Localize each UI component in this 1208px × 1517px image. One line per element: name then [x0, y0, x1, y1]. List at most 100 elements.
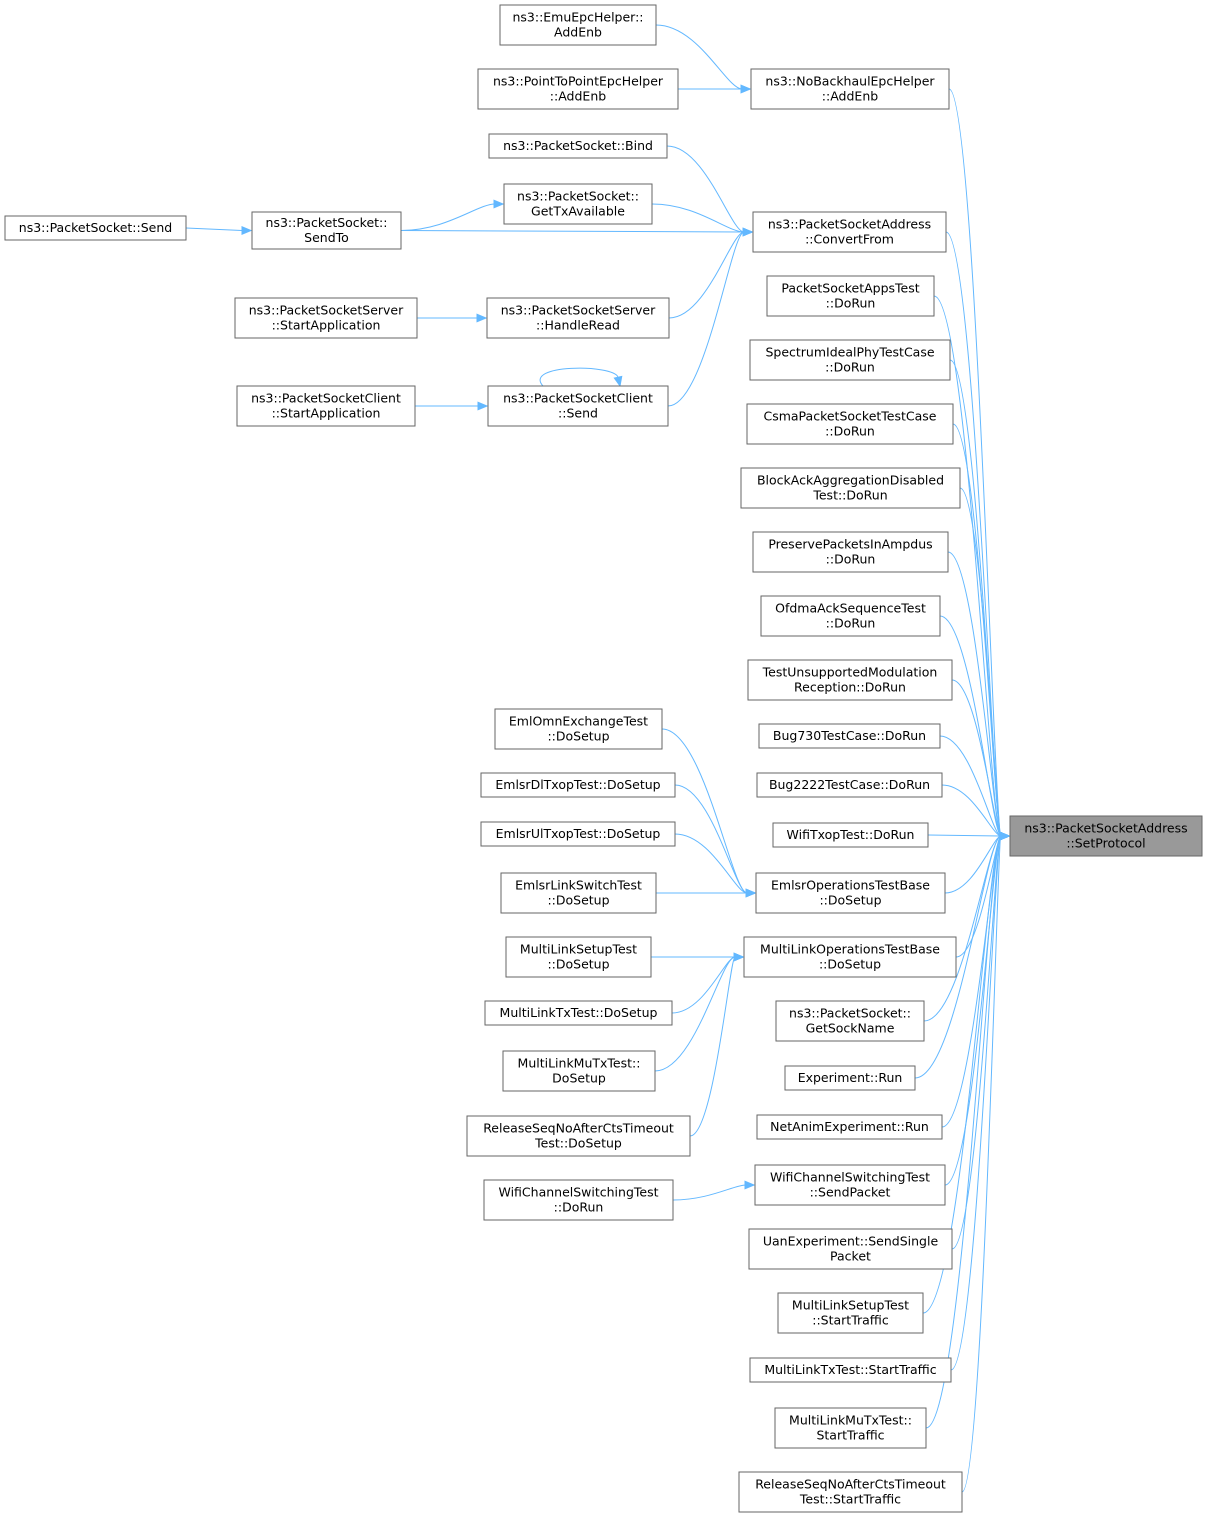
node-box	[477, 68, 679, 110]
node-bug2222[interactable]: Bug2222TestCase::DoRun	[756, 772, 943, 798]
node-label: WifiChannelSwitchingTest	[770, 1170, 930, 1185]
node-eml-omn[interactable]: EmlOmnExchangeTest::DoSetup	[494, 708, 663, 750]
node-wcs-do-run[interactable]: WifiChannelSwitchingTest::DoRun	[483, 1179, 674, 1221]
node-label: ::AddEnb	[822, 89, 878, 104]
node-wcs-send[interactable]: WifiChannelSwitchingTest::SendPacket	[754, 1164, 946, 1206]
node-label: ::SendPacket	[810, 1185, 891, 1200]
node-pss-handle-read[interactable]: ns3::PacketSocketServer::HandleRead	[486, 297, 670, 339]
node-net-anim[interactable]: NetAnimExperiment::Run	[756, 1114, 943, 1140]
edge-line	[400, 230, 744, 233]
node-label: TestUnsupportedModulation	[762, 665, 938, 680]
node-label: Test::DoRun	[812, 488, 887, 503]
node-label: ::StartTraffic	[812, 1313, 889, 1328]
node-ps-apps-test[interactable]: PacketSocketAppsTest::DoRun	[766, 275, 935, 317]
node-box	[772, 822, 929, 848]
edge-line	[400, 203, 496, 231]
node-ml-tx-start[interactable]: MultiLinkTxTest::StartTraffic	[749, 1357, 952, 1383]
node-label: MultiLinkSetupTest	[520, 942, 637, 957]
edge-line	[654, 956, 736, 1072]
node-mlo-base[interactable]: MultiLinkOperationsTestBase::DoSetup	[743, 936, 957, 978]
node-label: ns3::PacketSocket::	[266, 215, 388, 230]
node-no-backhaul-add-enb[interactable]: ns3::NoBackhaulEpcHelper::AddEnb	[750, 68, 950, 110]
node-box	[486, 297, 670, 339]
arrowhead-icon	[477, 401, 489, 411]
edge-line	[671, 956, 736, 1014]
node-label: ::ConvertFrom	[805, 232, 894, 247]
node-pss-start[interactable]: ns3::PacketSocketServer::StartApplicatio…	[234, 297, 418, 339]
edge-line	[922, 835, 1002, 1314]
edge-line	[674, 784, 748, 894]
edge-ps-send-to-to-convert-from	[400, 227, 754, 237]
arrowhead-icon	[733, 952, 745, 962]
node-emlsr-dl[interactable]: EmlsrDlTxopTest::DoSetup	[480, 772, 676, 798]
node-box	[743, 936, 957, 978]
node-label: ns3::PacketSocketServer	[249, 303, 404, 318]
node-box	[777, 1292, 924, 1334]
edge-pss-start-to-pss-handle-read	[417, 313, 488, 323]
node-psc-send[interactable]: ns3::PacketSocketClient::Send	[487, 385, 669, 427]
node-box	[755, 872, 946, 914]
node-convert-from[interactable]: ns3::PacketSocketAddress::ConvertFrom	[752, 211, 947, 253]
node-ps-get-sock[interactable]: ns3::PacketSocket::GetSockName	[775, 1000, 925, 1042]
node-preserve[interactable]: PreservePacketsInAmpdus::DoRun	[752, 531, 949, 573]
node-emlsr-ul[interactable]: EmlsrUlTxopTest::DoSetup	[480, 821, 676, 847]
node-label: ns3::EmuEpcHelper::	[512, 10, 643, 25]
edge-ps-get-tx-to-convert-from	[651, 203, 754, 237]
node-spectrum-ideal[interactable]: SpectrumIdealPhyTestCase::DoRun	[749, 339, 951, 381]
arrowhead-icon	[999, 831, 1011, 841]
node-bug730[interactable]: Bug730TestCase::DoRun	[758, 723, 941, 749]
node-ps-send-to[interactable]: ns3::PacketSocket::SendTo	[251, 211, 402, 250]
node-box	[4, 215, 187, 241]
node-box	[483, 1179, 674, 1221]
node-csma-packet[interactable]: CsmaPacketSocketTestCase::DoRun	[746, 403, 954, 445]
node-box	[494, 708, 663, 750]
node-label: ::DoSetup	[819, 957, 881, 972]
arrowhead-icon	[742, 227, 754, 237]
node-ps-bind[interactable]: ns3::PacketSocket::Bind	[488, 133, 668, 159]
edge-line	[655, 24, 743, 90]
edge-line	[944, 835, 1002, 1186]
node-box	[756, 772, 943, 798]
node-ml-tx-do[interactable]: MultiLinkTxTest::DoSetup	[484, 1000, 673, 1026]
node-box	[766, 275, 935, 317]
node-wifi-txop[interactable]: WifiTxopTest::DoRun	[772, 822, 929, 848]
node-label: ::DoRun	[825, 360, 875, 375]
node-label: ::DoRun	[826, 552, 876, 567]
node-emu-add-enb[interactable]: ns3::EmuEpcHelper::AddEnb	[499, 4, 657, 46]
node-emlsr-ops-base[interactable]: EmlsrOperationsTestBase::DoSetup	[755, 872, 946, 914]
node-emlsr-link[interactable]: EmlsrLinkSwitchTest::DoSetup	[500, 872, 657, 914]
arrowhead-icon	[740, 84, 752, 94]
edge-line	[666, 145, 745, 233]
node-release-start[interactable]: ReleaseSeqNoAfterCtsTimeoutTest::StartTr…	[738, 1471, 963, 1513]
node-label: ::DoSetup	[819, 893, 881, 908]
node-label: OfdmaAckSequenceTest	[775, 601, 926, 616]
node-ml-setup-start[interactable]: MultiLinkSetupTest::StartTraffic	[777, 1292, 924, 1334]
node-label: Test::DoSetup	[534, 1136, 622, 1151]
node-label: ::HandleRead	[536, 318, 620, 333]
node-box	[505, 936, 652, 978]
node-exp-run[interactable]: Experiment::Run	[784, 1065, 916, 1091]
node-label: DoSetup	[552, 1071, 606, 1086]
node-box	[488, 133, 668, 159]
node-test-unsupported[interactable]: TestUnsupportedModulationReception::DoRu…	[747, 659, 953, 701]
node-ps-send[interactable]: ns3::PacketSocket::Send	[4, 215, 187, 241]
node-ml-mu-tx-do[interactable]: MultiLinkMuTxTest::DoSetup	[502, 1050, 656, 1092]
edge-psc-send-to-convert-from	[667, 227, 754, 407]
node-p2p-add-enb[interactable]: ns3::PointToPointEpcHelper::AddEnb	[477, 68, 679, 110]
node-label: ::DoRun	[825, 424, 875, 439]
node-box	[749, 339, 951, 381]
edge-line	[185, 227, 243, 231]
node-ml-setup-do[interactable]: MultiLinkSetupTest::DoSetup	[505, 936, 652, 978]
node-label: Test::StartTraffic	[799, 1492, 901, 1507]
node-target[interactable]: ns3::PacketSocketAddress::SetProtocol	[1009, 815, 1203, 857]
node-ml-mu-tx-start[interactable]: MultiLinkMuTxTest::StartTraffic	[774, 1407, 927, 1449]
edge-line	[947, 551, 1002, 837]
node-ps-get-tx[interactable]: ns3::PacketSocket::GetTxAvailable	[503, 183, 653, 225]
node-ofdma-ack[interactable]: OfdmaAckSequenceTest::DoRun	[760, 595, 941, 637]
edge-ml-tx-do-to-mlo-base	[671, 952, 745, 1014]
node-label: ::DoSetup	[547, 957, 609, 972]
node-psc-start[interactable]: ns3::PacketSocketClient::StartApplicatio…	[236, 385, 416, 427]
